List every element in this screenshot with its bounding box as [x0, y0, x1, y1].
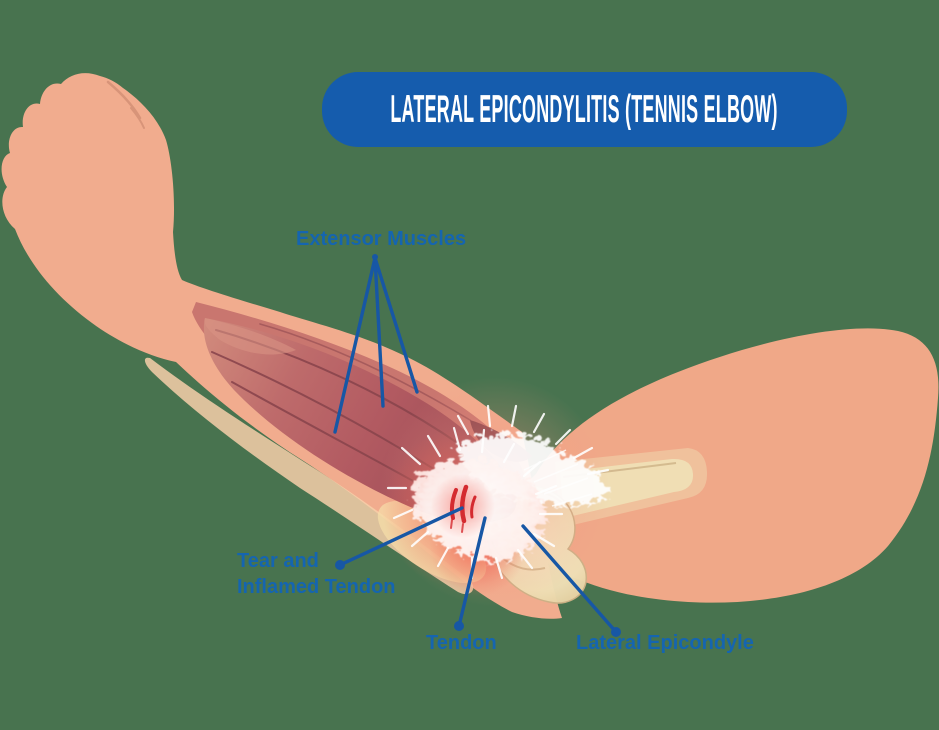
label-tear-line2: Inflamed Tendon: [237, 576, 396, 598]
label-tear-line1: Tear and: [237, 550, 319, 572]
tendon-tear-marks: [450, 484, 477, 533]
pointer-line-extensor-3: [373, 256, 419, 394]
pointer-dots: [335, 254, 621, 637]
muscle-wrist-highlight: [204, 318, 296, 355]
upper-arm-skin: [514, 328, 939, 603]
pointer-dot-lateral: [611, 627, 621, 637]
pointer-line-tear: [338, 506, 464, 567]
hand-crease-lines: [106, 80, 145, 129]
tendon-fiber-spikes: [386, 404, 610, 580]
pointer-line-extensor-2: [373, 256, 385, 408]
pointer-line-lateral: [521, 524, 618, 634]
pointer-line-extensor-1: [333, 256, 377, 434]
pointer-dot-tendon: [454, 621, 464, 631]
label-extensor-muscles: Extensor Muscles: [296, 228, 467, 250]
title-banner: LATERAL EPICONDYLITIS (TENNIS ELBOW): [322, 72, 847, 147]
pointer-dot-tear: [335, 560, 345, 570]
pointer-line-tendon: [457, 516, 487, 628]
pointer-lines: [333, 256, 618, 634]
label-tear-inflamed-tendon: Tear and Inflamed Tendon: [237, 548, 396, 600]
page-title: LATERAL EPICONDYLITIS (TENNIS ELBOW): [390, 87, 779, 131]
tendon-fibers-over-bone: [523, 449, 593, 507]
pointer-dot-extensor: [372, 254, 378, 260]
label-lateral-epicondyle: Lateral Epicondyle: [576, 632, 754, 654]
label-tendon: Tendon: [426, 632, 497, 654]
